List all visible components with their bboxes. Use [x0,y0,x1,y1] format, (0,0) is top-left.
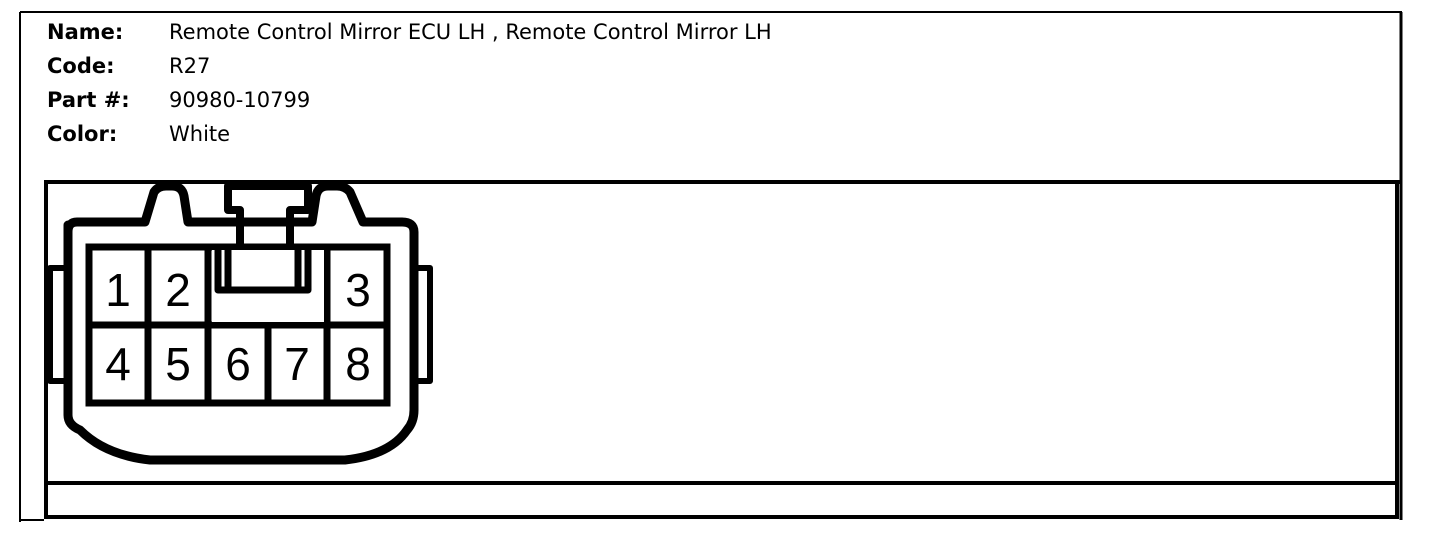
right-side-latch [411,265,433,384]
pin-label-6: 6 [225,338,251,390]
connector-body-outline [63,181,419,465]
pin-label-5: 5 [165,338,191,390]
color-value: White [169,122,231,146]
part-number-label: Part #: [47,88,130,112]
code-value: R27 [169,54,211,78]
pin-label-1: 1 [105,264,131,316]
pin-label-4: 4 [105,338,131,390]
connector-face [47,181,433,465]
pin-label-8: 8 [345,338,371,390]
name-value: Remote Control Mirror ECU LH , Remote Co… [169,20,772,44]
pin-label-3: 3 [345,264,371,316]
pin-cavity-grid [85,243,391,407]
name-label: Name: [47,20,124,44]
part-number-value: 90980-10799 [169,88,311,112]
pin-label-2: 2 [165,264,191,316]
pin-label-7: 7 [284,338,310,390]
left-side-latch [47,265,71,384]
code-label: Code: [47,54,115,78]
pin-labels: 1 2 3 4 5 6 7 8 [105,264,371,390]
outer-border [19,11,1403,522]
color-label: Color: [47,122,118,146]
